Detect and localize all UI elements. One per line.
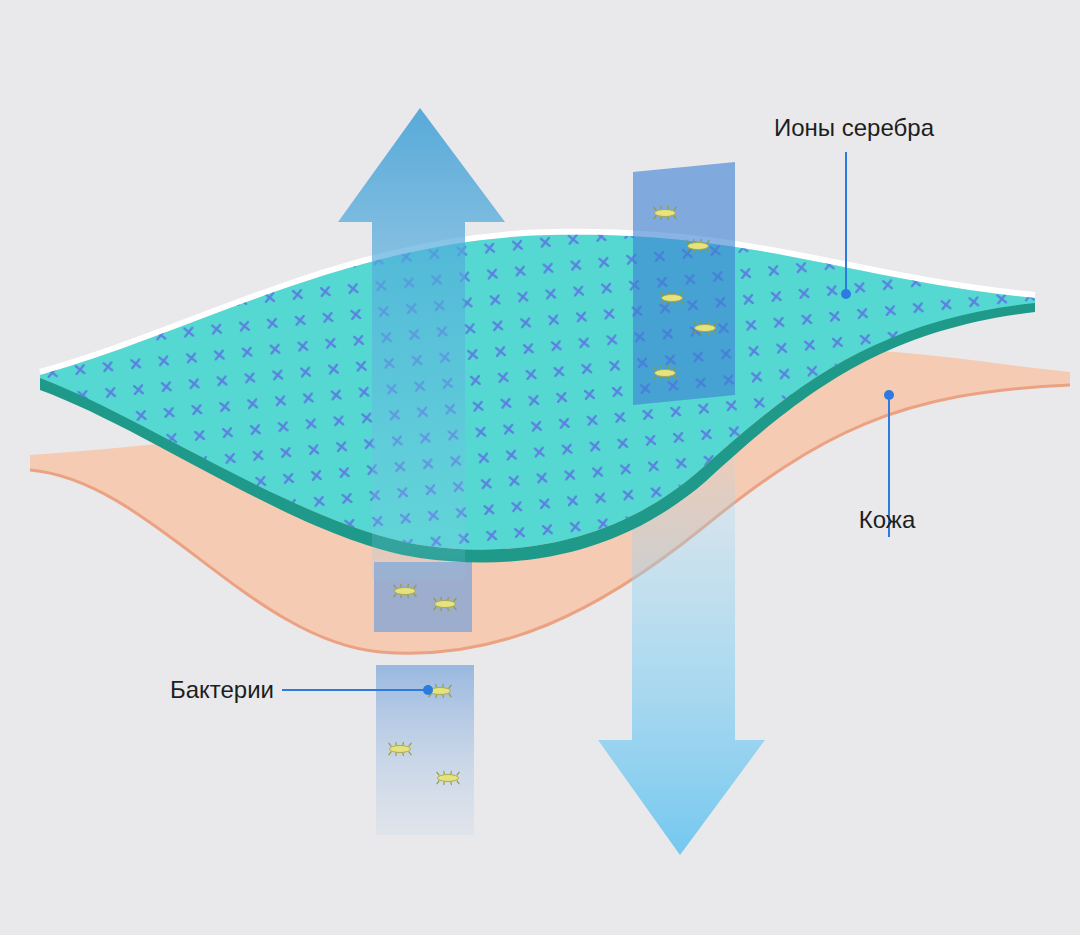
callout-label: Бактерии bbox=[170, 674, 274, 706]
leader-dot bbox=[841, 289, 851, 299]
up-arrow bbox=[338, 108, 505, 580]
bacterium bbox=[661, 291, 684, 305]
bacterium bbox=[389, 742, 412, 756]
bacterium bbox=[654, 366, 677, 380]
silver-ion-pattern bbox=[40, 235, 1035, 550]
upper-bacteria-window bbox=[633, 162, 735, 405]
callout-label: Ионы серебра bbox=[774, 112, 934, 144]
bacterium bbox=[694, 321, 717, 335]
silver-layer-edge bbox=[40, 303, 1035, 562]
callout-label: Кожа bbox=[859, 504, 915, 536]
leader-line bbox=[845, 152, 847, 294]
bacterium bbox=[687, 239, 710, 253]
bacterium bbox=[437, 771, 460, 785]
leader-dot bbox=[423, 685, 433, 695]
bacterium bbox=[394, 584, 417, 598]
silver-layer bbox=[40, 235, 1035, 550]
bacterium bbox=[654, 206, 677, 220]
leader-dot bbox=[884, 390, 894, 400]
bacterium bbox=[434, 597, 457, 611]
leader-line bbox=[282, 689, 428, 691]
